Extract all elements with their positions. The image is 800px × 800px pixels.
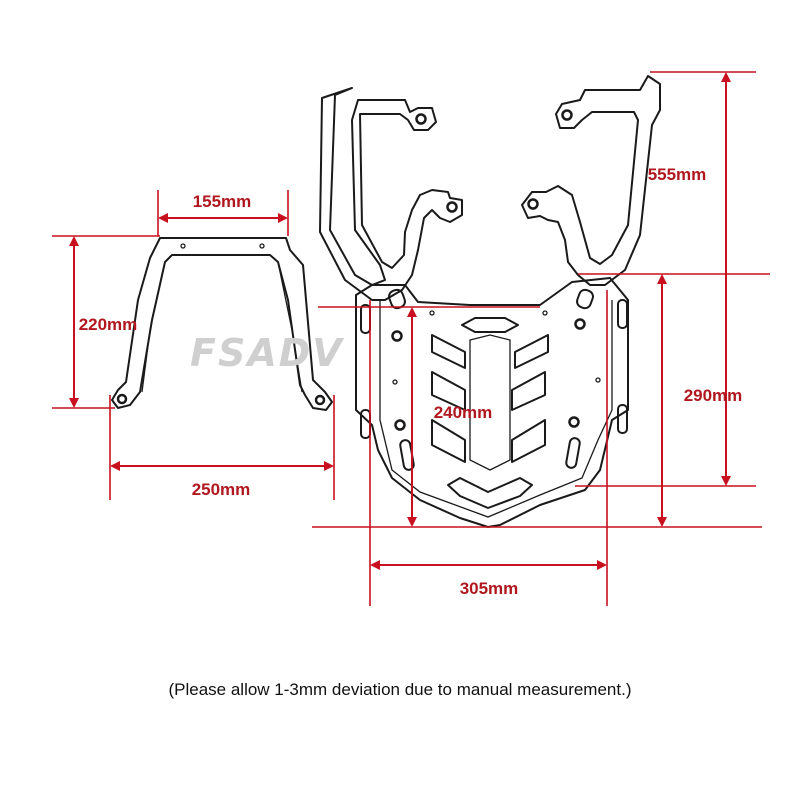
dim-label-rack-width: 305mm — [460, 579, 519, 598]
dim-rack-width: 305mm — [369, 290, 608, 606]
dim-plate-height: 240mm — [318, 306, 540, 527]
left-bracket — [111, 237, 333, 411]
dim-label-plate-height: 240mm — [434, 403, 493, 422]
watermark-logo: FSADV — [190, 331, 344, 375]
dim-label-bottom-width: 250mm — [192, 480, 251, 499]
dim-label-rack-height: 290mm — [684, 386, 743, 405]
dim-top-width: 155mm — [157, 190, 289, 236]
dim-rack-height: 290mm — [312, 273, 770, 528]
dim-label-top-width: 155mm — [193, 192, 252, 211]
dim-bottom-width: 250mm — [109, 395, 335, 500]
dim-height-left: 220mm — [52, 235, 160, 409]
measurement-note: (Please allow 1-3mm deviation due to man… — [168, 680, 632, 699]
dim-label-height-left: 220mm — [79, 315, 138, 334]
dim-label-overall-height: 555mm — [648, 165, 707, 184]
rear-rack — [319, 75, 661, 528]
